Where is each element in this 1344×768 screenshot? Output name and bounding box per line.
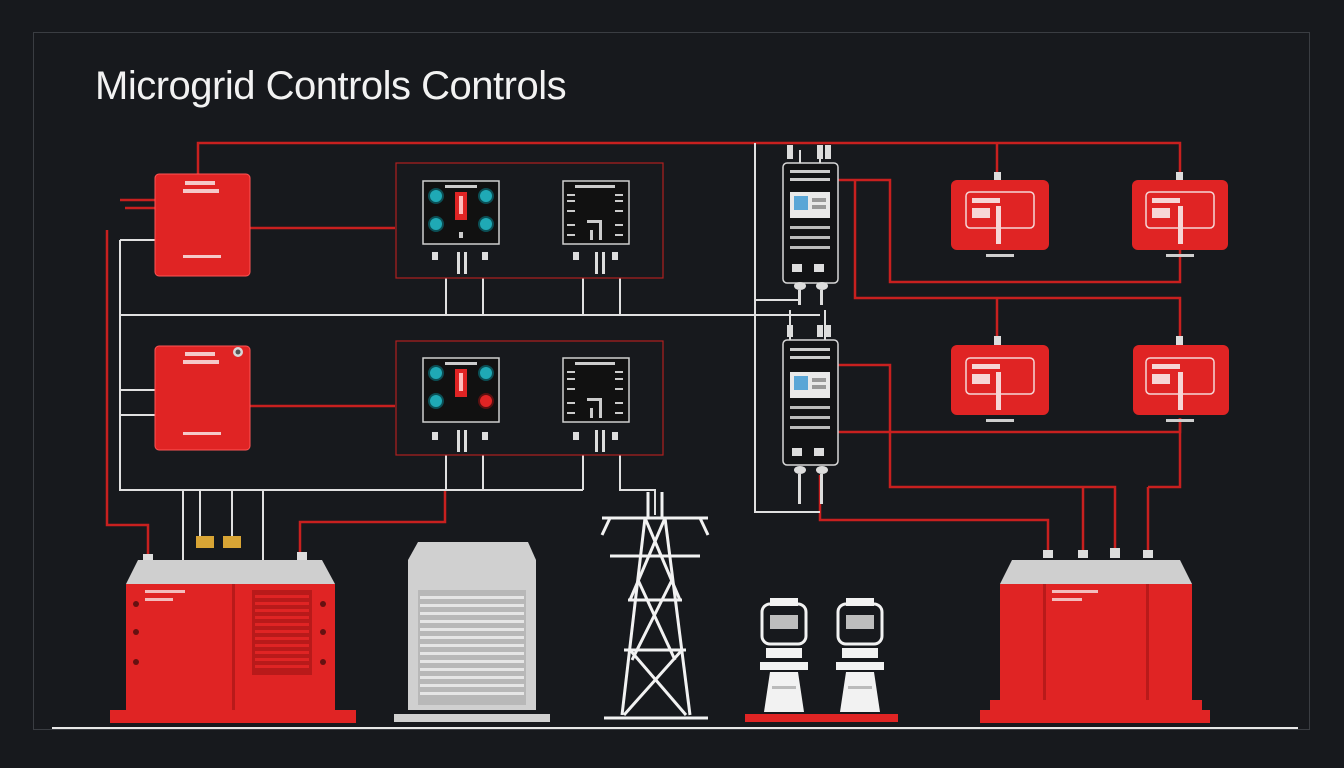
generator-cabinet-right[interactable] [980, 548, 1210, 723]
switch-panel-bottom[interactable] [395, 340, 664, 456]
insulator-right [836, 598, 884, 712]
controller-box-bottom[interactable] [154, 345, 251, 451]
relay-box-2[interactable] [1132, 172, 1228, 257]
relay-box-4[interactable] [1133, 336, 1229, 422]
switch-panel-top[interactable] [395, 162, 664, 279]
breaker-column-bottom[interactable] [782, 325, 839, 504]
generator-cabinet-left[interactable] [110, 536, 356, 723]
transmission-tower [600, 492, 710, 720]
relay-box-3[interactable] [951, 336, 1049, 422]
white-wiring [119, 143, 826, 560]
breaker-column-top[interactable] [782, 145, 839, 305]
insulator-base [745, 714, 898, 722]
diagram-title: Microgrid Controls Controls [95, 64, 567, 108]
relay-box-1[interactable] [951, 172, 1049, 257]
insulator-left [760, 598, 808, 712]
diagram-frame [33, 32, 1310, 730]
transformer-cabinet[interactable] [394, 542, 550, 722]
controller-box-top[interactable] [154, 173, 251, 277]
